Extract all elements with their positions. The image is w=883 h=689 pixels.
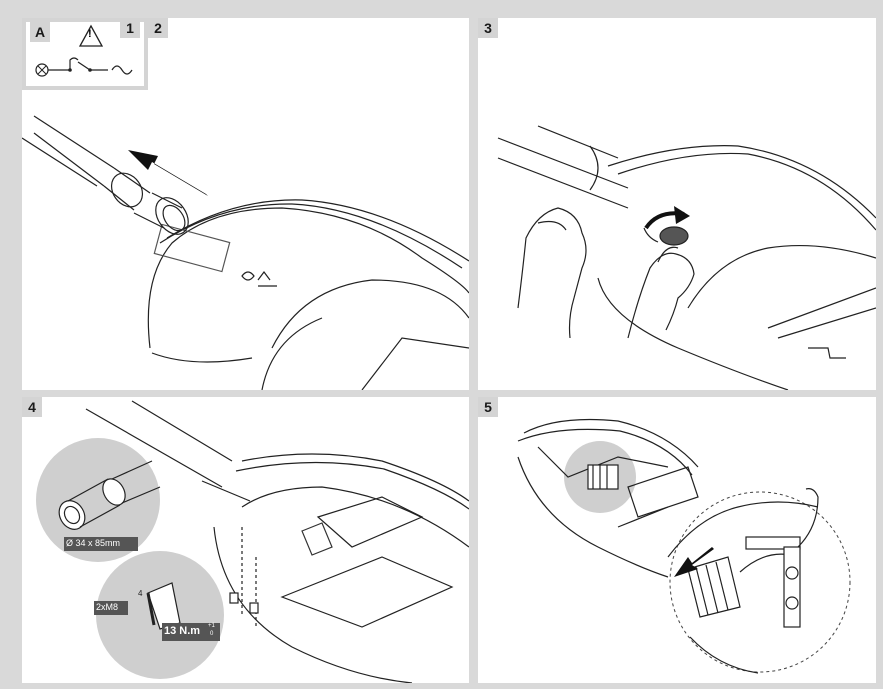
bolt-spec-bg (94, 601, 128, 615)
torque-bg (162, 623, 220, 641)
step-label-2: 2 (148, 18, 168, 38)
arrow-icon (674, 547, 714, 577)
step-3-illustration (497, 125, 876, 390)
terminal-block-detail (667, 488, 819, 674)
step-label-4: 4 (22, 397, 42, 417)
dimension-bg (64, 537, 138, 551)
torque-label: 13 N.m (164, 625, 201, 637)
panel-step-1-2: A 1 2 ! (22, 18, 469, 390)
key-size-label: 4 (138, 589, 143, 598)
luminaire-body (147, 199, 469, 390)
panel-step-3: 3 (478, 18, 876, 390)
step-label-3: 3 (478, 18, 498, 38)
arm-tube (22, 115, 189, 235)
sleeve-tube (58, 460, 161, 530)
step-label-a: A (30, 22, 50, 42)
step-label-5: 5 (478, 397, 498, 417)
torque-tolerance-minus: 0 (210, 631, 214, 637)
arm-tube (85, 400, 251, 502)
step-5-illustration (517, 418, 851, 674)
torque-tolerance-plus: +1 (208, 623, 215, 629)
rotation-arrow-icon (643, 206, 690, 243)
bolt-spec-label: 2xM8 (96, 602, 119, 612)
hand-icon (517, 207, 695, 339)
terminal-block (587, 464, 619, 490)
luminaire-body (213, 453, 469, 683)
bolt (229, 527, 259, 627)
warning-mark: ! (88, 28, 92, 40)
warning-triangle-icon (78, 24, 104, 47)
set-screw (659, 226, 689, 246)
panel-step-5: 5 (478, 397, 876, 683)
luminaire-body (597, 145, 876, 390)
arrow-icon (128, 150, 208, 196)
step-4-illustration (36, 400, 469, 683)
step-label-1: 1 (120, 18, 140, 38)
detail-zoom-circle (669, 491, 851, 673)
step-1-2-illustration (22, 18, 469, 390)
arm-tube (497, 125, 629, 209)
luminaire-body (517, 418, 699, 578)
tube-dimension-label: Ø 34 x 85mm (66, 538, 121, 548)
ac-symbol-icon (111, 65, 133, 75)
switch-symbol-icon (48, 57, 108, 72)
panel-step-4: 4 Ø 34 x 85mm 2xM8 4 13 N.m +1 0 (22, 397, 469, 683)
tube-callout (36, 438, 160, 562)
